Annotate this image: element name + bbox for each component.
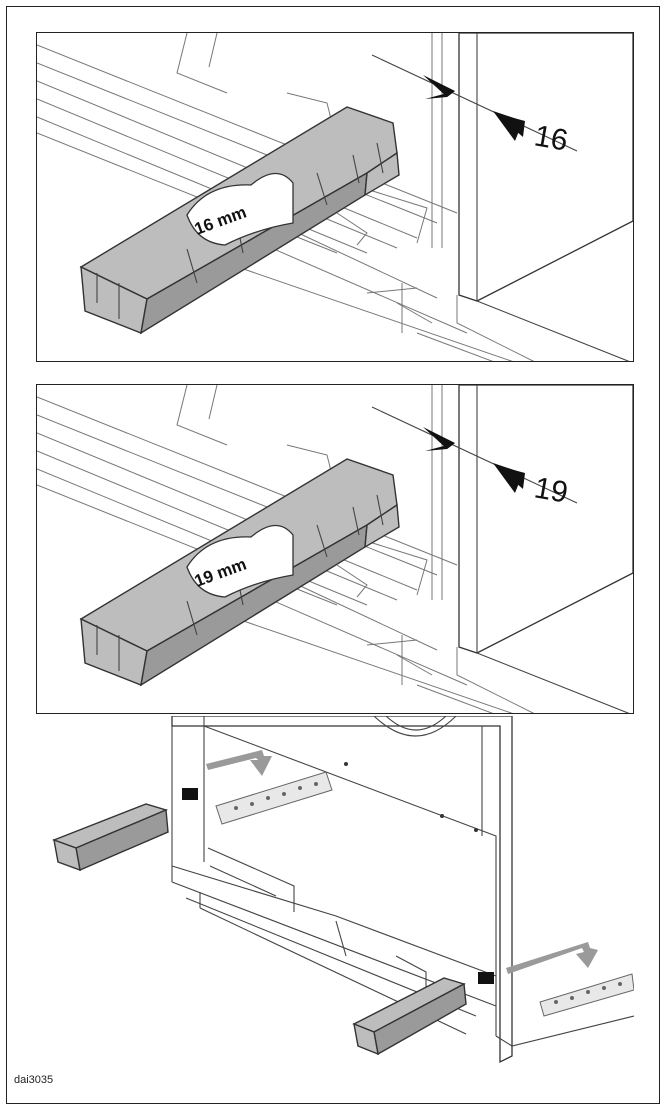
plinth-clip — [79, 106, 400, 335]
mounting-bracket-top — [215, 771, 333, 825]
plinth-clip-left — [52, 803, 169, 872]
dimension-label: 19 — [532, 471, 571, 509]
arrow-right — [506, 942, 598, 974]
door-panel — [456, 385, 633, 713]
dimension-marker — [371, 54, 578, 152]
plinth-clip — [79, 458, 400, 687]
door-panel — [456, 33, 633, 361]
cabinet-interior-lines — [37, 385, 513, 713]
panel-16mm: 16 16 mm — [36, 32, 634, 362]
marker-square-left — [182, 788, 198, 800]
cabinet-drawing-16: 16 16 mm — [37, 33, 633, 361]
cabinet-drawing-19: 19 19 mm — [37, 385, 633, 713]
mounting-bracket-bottom — [539, 973, 634, 1017]
arrow-left — [206, 750, 272, 776]
dimension-label: 16 — [532, 119, 571, 157]
figure-code: dai3035 — [14, 1074, 54, 1086]
panel-19mm: 19 19 mm — [36, 384, 634, 714]
marker-square-right — [478, 972, 494, 984]
appliance-body — [171, 716, 634, 1064]
dimension-marker — [371, 406, 578, 504]
appliance-base-drawing — [52, 716, 634, 1064]
panel-install-clips — [36, 716, 634, 1066]
plinth-clip-right — [352, 977, 467, 1056]
